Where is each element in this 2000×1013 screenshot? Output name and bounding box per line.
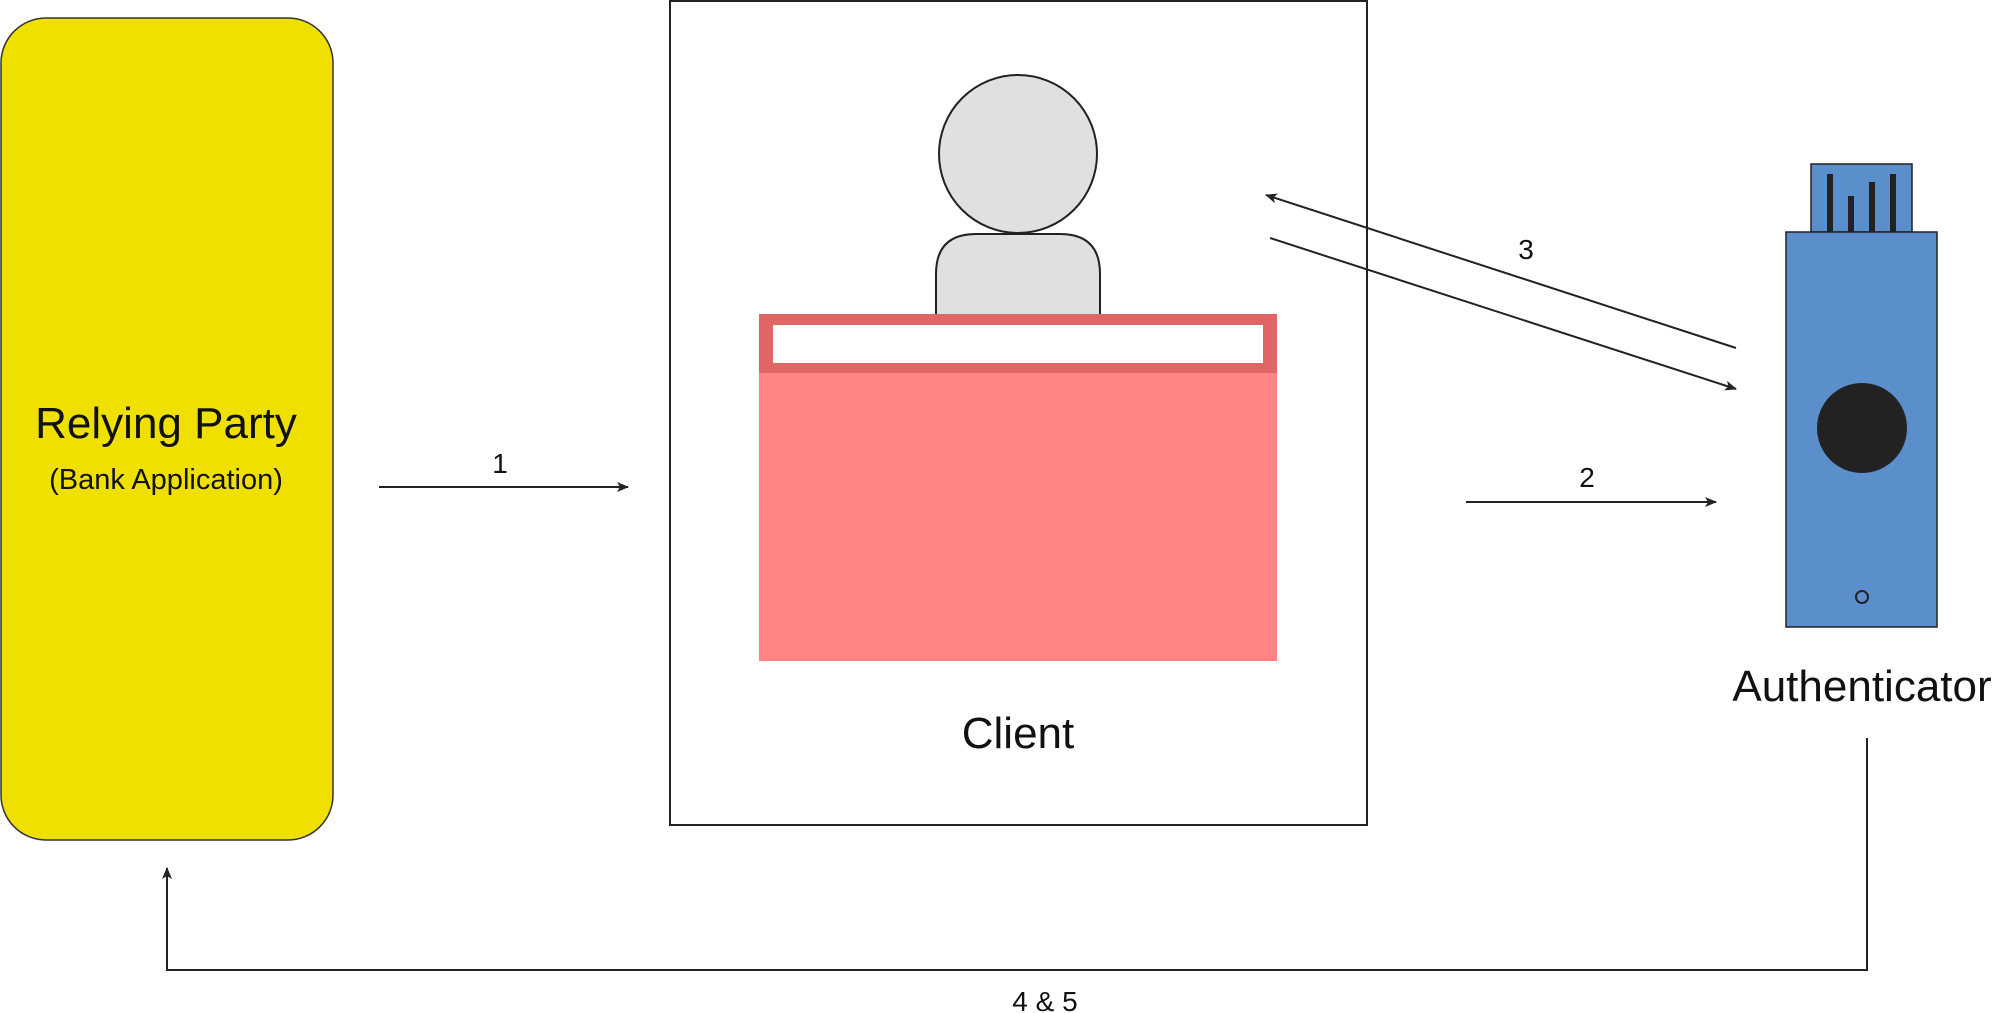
step-4-5-label: 4 & 5: [1012, 986, 1077, 1013]
step-3-arrows: 3: [1265, 193, 1737, 391]
key-touch-button-icon: [1817, 383, 1907, 473]
usb-contact-4: [1890, 174, 1896, 232]
step-3-label: 3: [1518, 234, 1534, 265]
usb-connector: [1810, 163, 1913, 233]
relying-party-title: Relying Party: [35, 399, 297, 448]
user-head-icon: [938, 74, 1098, 234]
relying-party-box: [0, 17, 334, 841]
key-led-icon: [1855, 590, 1869, 604]
client-label: Client: [962, 709, 1075, 758]
user-body-icon: [935, 233, 1101, 331]
relying-party-subtitle: (Bank Application): [49, 464, 283, 496]
client-node: Client: [669, 0, 1368, 826]
authenticator-label: Authenticator: [1732, 662, 1991, 711]
browser-window-icon: [759, 314, 1277, 661]
usb-security-key-icon: [1785, 163, 1938, 628]
authenticator-node: Authenticator: [1732, 163, 1992, 711]
usb-contact-2: [1848, 196, 1854, 232]
step-1-label: 1: [492, 448, 508, 479]
usb-contact-1: [1827, 174, 1833, 232]
browser-address-bar: [773, 325, 1263, 363]
step-4-5-arrow: 4 & 5: [162, 738, 1868, 1013]
user-icon: [935, 74, 1101, 331]
usb-contact-3: [1869, 182, 1875, 232]
step-2-arrow: 2: [1466, 462, 1717, 507]
relying-party-node: Relying Party (Bank Application): [0, 17, 334, 841]
step-1-arrow: 1: [379, 448, 629, 492]
step-3-line-to-client: [1265, 193, 1737, 349]
step-2-label: 2: [1579, 462, 1595, 493]
step-4-5-line: [162, 738, 1868, 971]
step-3-line-to-authenticator: [1269, 237, 1737, 391]
